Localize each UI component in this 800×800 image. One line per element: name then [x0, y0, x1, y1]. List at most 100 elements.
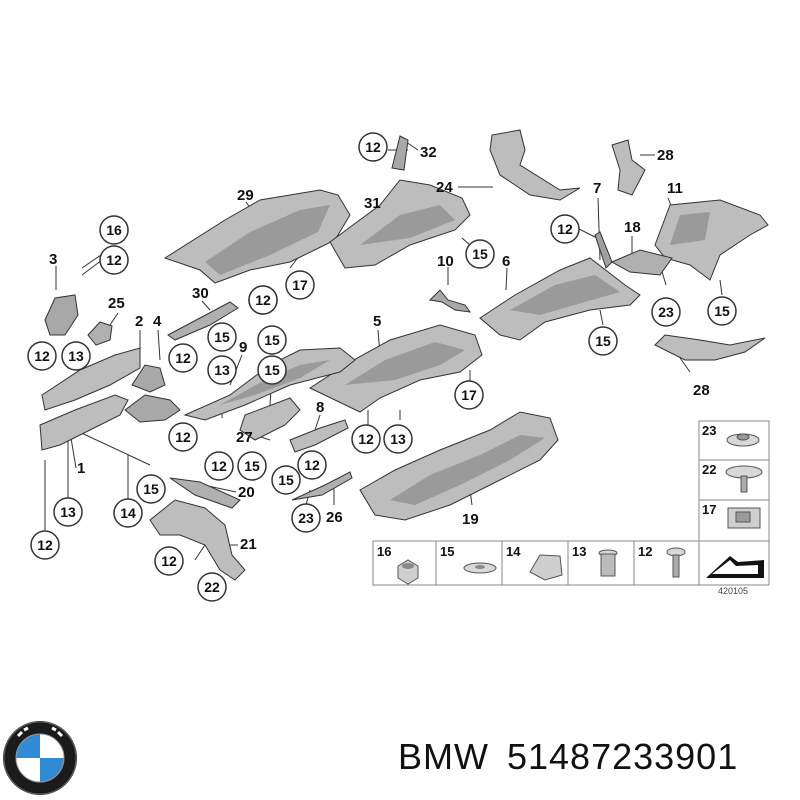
legend-label: 16: [377, 544, 391, 559]
part-number: 30: [192, 285, 209, 302]
heat-shield-8: [289, 419, 349, 453]
callout: 13: [53, 497, 83, 527]
part-number: 19: [462, 511, 479, 528]
clip-14-icon: [529, 554, 563, 581]
callout: 15: [136, 474, 166, 504]
callout: 15: [465, 239, 495, 269]
callout-label: 12: [34, 348, 50, 364]
callout-label: 15: [595, 333, 611, 349]
legend-label: 17: [702, 502, 716, 517]
part-number: 28: [657, 147, 674, 164]
callout-label: 12: [557, 221, 573, 237]
part-number: 4: [153, 313, 162, 330]
callout: 12: [550, 214, 580, 244]
part-number: 26: [326, 509, 343, 526]
callout: 12: [99, 245, 129, 275]
nut-13-icon: [598, 549, 618, 577]
bmw-roundel-logo: [3, 721, 77, 795]
callout-label: 15: [214, 329, 230, 345]
callout-label: 13: [60, 504, 76, 520]
callout-label: 15: [714, 303, 730, 319]
screw-22-icon: [725, 465, 763, 493]
callout-label: 13: [68, 348, 84, 364]
callout-label: 22: [204, 579, 220, 595]
callout: 13: [207, 355, 237, 385]
callout: 15: [257, 355, 287, 385]
callout: 12: [154, 546, 184, 576]
legend-label: 13: [572, 544, 586, 559]
bracket-32: [391, 135, 409, 171]
part-number: 32: [420, 144, 437, 161]
callout: 13: [0, 0, 16, 3]
callout: 15: [257, 325, 287, 355]
callout-label: 12: [106, 252, 122, 268]
callout-label: 17: [461, 387, 477, 403]
bracket-10: [428, 289, 472, 313]
part-number: 28: [693, 382, 710, 399]
heat-shield-2: [41, 347, 141, 411]
clip-23-icon: [726, 433, 760, 447]
callout-label: 15: [143, 481, 159, 497]
part-number: 31: [364, 195, 381, 212]
heat-shield-21: [149, 499, 246, 581]
heat-shield-4: [131, 364, 166, 393]
heat-shield-28-top: [611, 139, 646, 196]
callout: 23: [291, 503, 321, 533]
callout: 22: [197, 572, 227, 602]
callout: 15: [588, 326, 618, 356]
part-number: 21: [240, 536, 257, 553]
part-shapes: [39, 129, 769, 581]
callout-label: 14: [120, 505, 136, 521]
callout: 12: [168, 343, 198, 373]
part-number: 11: [667, 180, 683, 197]
legend-label: 15: [440, 544, 454, 559]
callout: 23: [651, 297, 681, 327]
callout: 12: [358, 132, 388, 162]
part-number: 5: [373, 313, 381, 330]
part-number: 20: [238, 484, 255, 501]
fastener-legend-column: 23 22 17: [698, 420, 770, 542]
heat-shield-1: [39, 394, 129, 451]
callout: 15: [271, 465, 301, 495]
callout-label: 23: [298, 510, 314, 526]
callout: 12: [204, 451, 234, 481]
callout-label: 12: [365, 139, 381, 155]
clip-15-icon: [463, 562, 497, 574]
part-number: 10: [437, 253, 454, 270]
callout: 17: [285, 270, 315, 300]
heat-shield-24: [489, 129, 581, 201]
part-number: 1: [77, 460, 85, 477]
legend-label: 23: [702, 423, 716, 438]
part-number: 18: [624, 219, 641, 236]
callout: 15: [237, 451, 267, 481]
callout-label: 13: [214, 362, 230, 378]
bracket-26: [291, 471, 353, 501]
callout: 12: [168, 422, 198, 452]
heat-shield-28-lower: [654, 334, 766, 361]
callout: 12: [0, 0, 16, 3]
callout-label: 12: [211, 458, 227, 474]
part-number: 27: [236, 429, 253, 446]
part-number: 8: [316, 399, 324, 416]
part-number: 2: [135, 313, 143, 330]
legend-label: 22: [702, 462, 716, 477]
diagram-id: 420105: [718, 586, 748, 596]
legend-label: 14: [506, 544, 521, 559]
callout-label: 23: [658, 304, 674, 320]
callout-label: 12: [161, 553, 177, 569]
nut-16-icon: [397, 559, 419, 585]
callout: 15: [207, 322, 237, 352]
callout: 13: [383, 424, 413, 454]
part-number: 24: [436, 179, 453, 196]
callout-label: 12: [175, 429, 191, 445]
part-number: 3: [49, 251, 57, 268]
callout-label: 13: [390, 431, 406, 447]
callout-label: 12: [304, 457, 320, 473]
callout: 12: [0, 0, 16, 3]
callout: 16: [99, 215, 129, 245]
heat-shield-27: [239, 397, 301, 441]
callout-label: 12: [358, 431, 374, 447]
callout: 17: [454, 380, 484, 410]
bracket-30: [167, 301, 239, 341]
